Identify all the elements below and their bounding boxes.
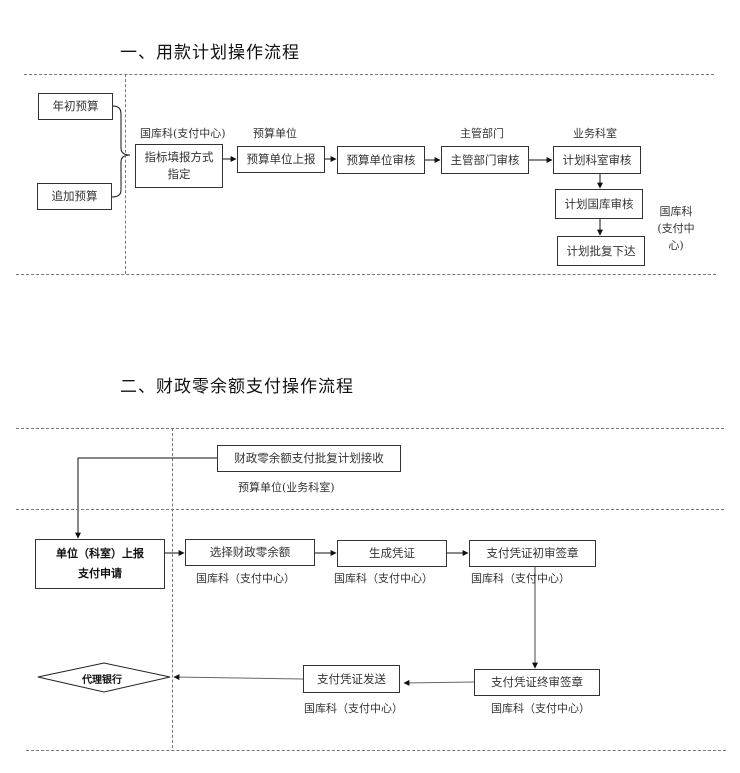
step-indicator-assign: 指标填报方式指定 — [135, 144, 223, 188]
step-unit-report: 预算单位上报 — [237, 146, 325, 173]
step-unit-review: 预算单位审核 — [337, 146, 425, 174]
input-additional-budget: 追加预算 — [37, 183, 112, 210]
lane-divider-bottom-1 — [16, 274, 716, 275]
lane-divider-middle-2 — [16, 509, 724, 510]
step-final-sign: 支付凭证终审签章 — [474, 669, 600, 696]
lane-divider-top-1 — [24, 74, 714, 75]
lane-label-select-account: 国库科（支付中心） — [196, 572, 295, 585]
step-unit-apply-line2: 支付申请 — [78, 567, 122, 580]
arrow-send-to-bank — [173, 674, 304, 681]
section2-title: 二、财政零余额支付操作流程 — [120, 377, 354, 397]
lane-label-initial-sign: 国库科（支付中心） — [471, 572, 570, 585]
step-dept-review: 主管部门审核 — [441, 146, 529, 174]
step-plan-issue: 计划批复下达 — [557, 236, 645, 266]
step-generate-voucher: 生成凭证 — [337, 540, 447, 567]
lane-label-generate-voucher: 国库科（支付中心） — [334, 572, 433, 585]
step-plan-office-review: 计划科室审核 — [553, 146, 641, 174]
lane-label-receive-plan: 预算单位(业务科室) — [238, 481, 335, 494]
brace-connector — [111, 105, 131, 198]
step-plan-treasury-review: 计划国库审核 — [555, 189, 643, 219]
step-initial-sign: 支付凭证初审签章 — [469, 540, 596, 567]
lane-divider-vertical-2 — [172, 428, 173, 748]
agent-bank-label: 代理银行 — [82, 675, 122, 686]
step-unit-apply: 单位（科室）上报 支付申请 — [35, 539, 165, 589]
lane-label-budget-unit: 预算单位 — [253, 127, 297, 140]
lane-divider-bottom-2 — [26, 750, 726, 751]
lane-label-business-office: 业务科室 — [573, 127, 617, 140]
step-receive-plan: 财政零余额支付批复计划接收 — [217, 445, 401, 472]
step-send-voucher: 支付凭证发送 — [303, 665, 400, 693]
lane-divider-vertical-1 — [125, 74, 126, 274]
section1-title: 一、用款计划操作流程 — [120, 43, 300, 63]
step-unit-apply-line1: 单位（科室）上报 — [56, 547, 144, 560]
lane-label-competent-dept: 主管部门 — [460, 127, 504, 140]
lane-label-treasury-side: 国库科(支付中心) — [657, 205, 695, 252]
lane-divider-top-2 — [16, 428, 724, 429]
lane-label-final-sign: 国库科（支付中心） — [491, 702, 590, 715]
step-select-account: 选择财政零余额 — [185, 539, 315, 566]
arrow-final-to-send — [403, 679, 475, 686]
input-annual-budget: 年初预算 — [38, 93, 113, 120]
lane-label-treasury-center: 国库科(支付中心) — [140, 127, 226, 140]
arrow-receive-to-apply — [75, 457, 217, 539]
agent-bank-diamond — [37, 662, 171, 693]
lane-label-send-voucher: 国库科（支付中心） — [304, 702, 403, 715]
